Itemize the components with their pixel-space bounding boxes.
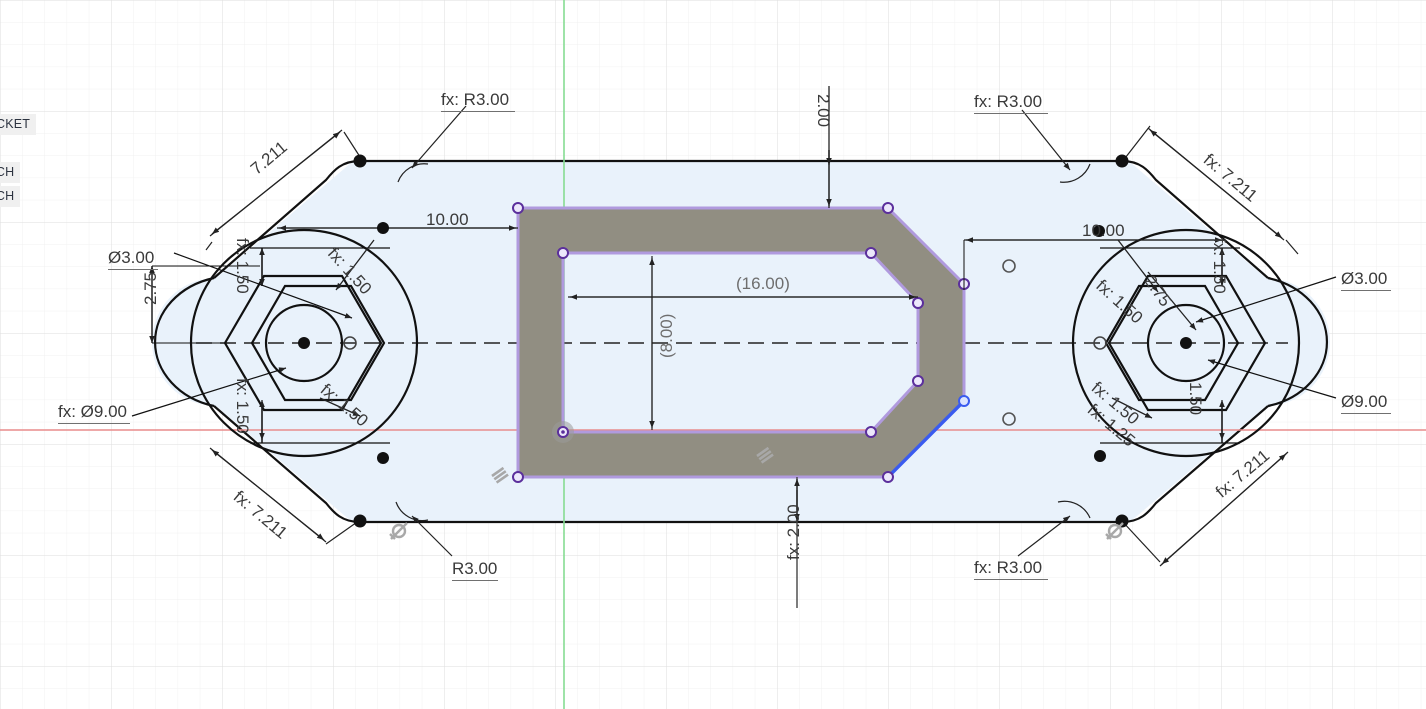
- tangent-constraint-icons[interactable]: [389, 522, 1124, 540]
- profile-endpoints[interactable]: [353, 154, 1129, 528]
- right-hex-outer: [1107, 274, 1267, 412]
- browser-item-1[interactable]: TCH: [0, 162, 21, 183]
- right-construction-point: [1093, 336, 1107, 350]
- left-hex-outer: [223, 274, 383, 412]
- dimension-label-d-r300-bl[interactable]: R3.00: [452, 559, 498, 578]
- dimension-label-d-r300-tl[interactable]: fx: R3.00: [441, 90, 510, 109]
- selected-edge: [886, 399, 966, 479]
- pocket-fill: [518, 208, 964, 477]
- browser-item-0[interactable]: CKET: [0, 114, 37, 135]
- dimension-label-d-r300-br[interactable]: fx: R3.00: [974, 558, 1043, 577]
- dimension-underline-d-r300-bl: [452, 580, 498, 581]
- right-hex-boss[interactable]: [1071, 228, 1337, 458]
- dimension-label-d-dia3-left[interactable]: Ø3.00: [108, 248, 155, 267]
- dimension-label-d-200-top[interactable]: 2.00: [814, 94, 833, 128]
- dimension-underline-d-r300-tl: [441, 111, 515, 112]
- origin-point-marker: [552, 421, 574, 443]
- dimension-label-d-dia3-right[interactable]: Ø3.00: [1341, 269, 1388, 288]
- dimension-label-d-8-center[interactable]: (8.00): [657, 313, 676, 358]
- right-center-point: [1180, 337, 1192, 349]
- dimension-underline-d-r300-tr: [974, 113, 1048, 114]
- dimension-label-d-150-lt[interactable]: fx: 1.50: [233, 238, 252, 294]
- dimension-label-d-200-bottom[interactable]: fx: 2.00: [784, 504, 803, 560]
- dimension-label-d-dia9-right[interactable]: Ø9.00: [1341, 392, 1388, 411]
- dimension-label-d-r300-tr[interactable]: fx: R3.00: [974, 92, 1043, 111]
- dimension-underline-d-dia9-left: [58, 423, 130, 424]
- parallel-constraint-icons[interactable]: [491, 446, 774, 484]
- left-hex-inner: [250, 284, 386, 402]
- right-center-hole: [1146, 303, 1226, 383]
- dimension-label-d-150-rb[interactable]: 1.50: [1186, 382, 1205, 416]
- left-hex-boss[interactable]: [131, 228, 419, 458]
- dimension-underline-d-dia3-left: [108, 269, 158, 270]
- dimension-label-d-1000-right[interactable]: 10.00: [1082, 221, 1125, 240]
- dimension-label-d-150-lb[interactable]: fx: 1.50: [233, 378, 252, 434]
- construction-points[interactable]: [1002, 259, 1016, 426]
- dimension-underline-d-dia9-right: [1341, 413, 1391, 414]
- right-boss-circle: [1071, 228, 1301, 458]
- dimension-label-d-150-rt[interactable]: fx: 1.50: [1210, 238, 1229, 294]
- browser-item-2[interactable]: TCH: [0, 186, 21, 207]
- dimension-label-d-1000-left[interactable]: 10.00: [426, 210, 469, 229]
- dimension-label-d-275-left[interactable]: 2.75: [141, 271, 160, 305]
- dimension-label-d-dia9-left[interactable]: fx: Ø9.00: [58, 402, 127, 421]
- left-center-hole: [264, 303, 344, 383]
- dimension-underline-d-dia3-right: [1341, 290, 1391, 291]
- left-center-point: [298, 337, 310, 349]
- dimension-underline-d-r300-br: [974, 579, 1048, 580]
- center-pocket-profile[interactable]: [512, 202, 970, 483]
- left-construction-point: [343, 336, 357, 350]
- dimension-label-d-16-center[interactable]: (16.00): [736, 274, 790, 293]
